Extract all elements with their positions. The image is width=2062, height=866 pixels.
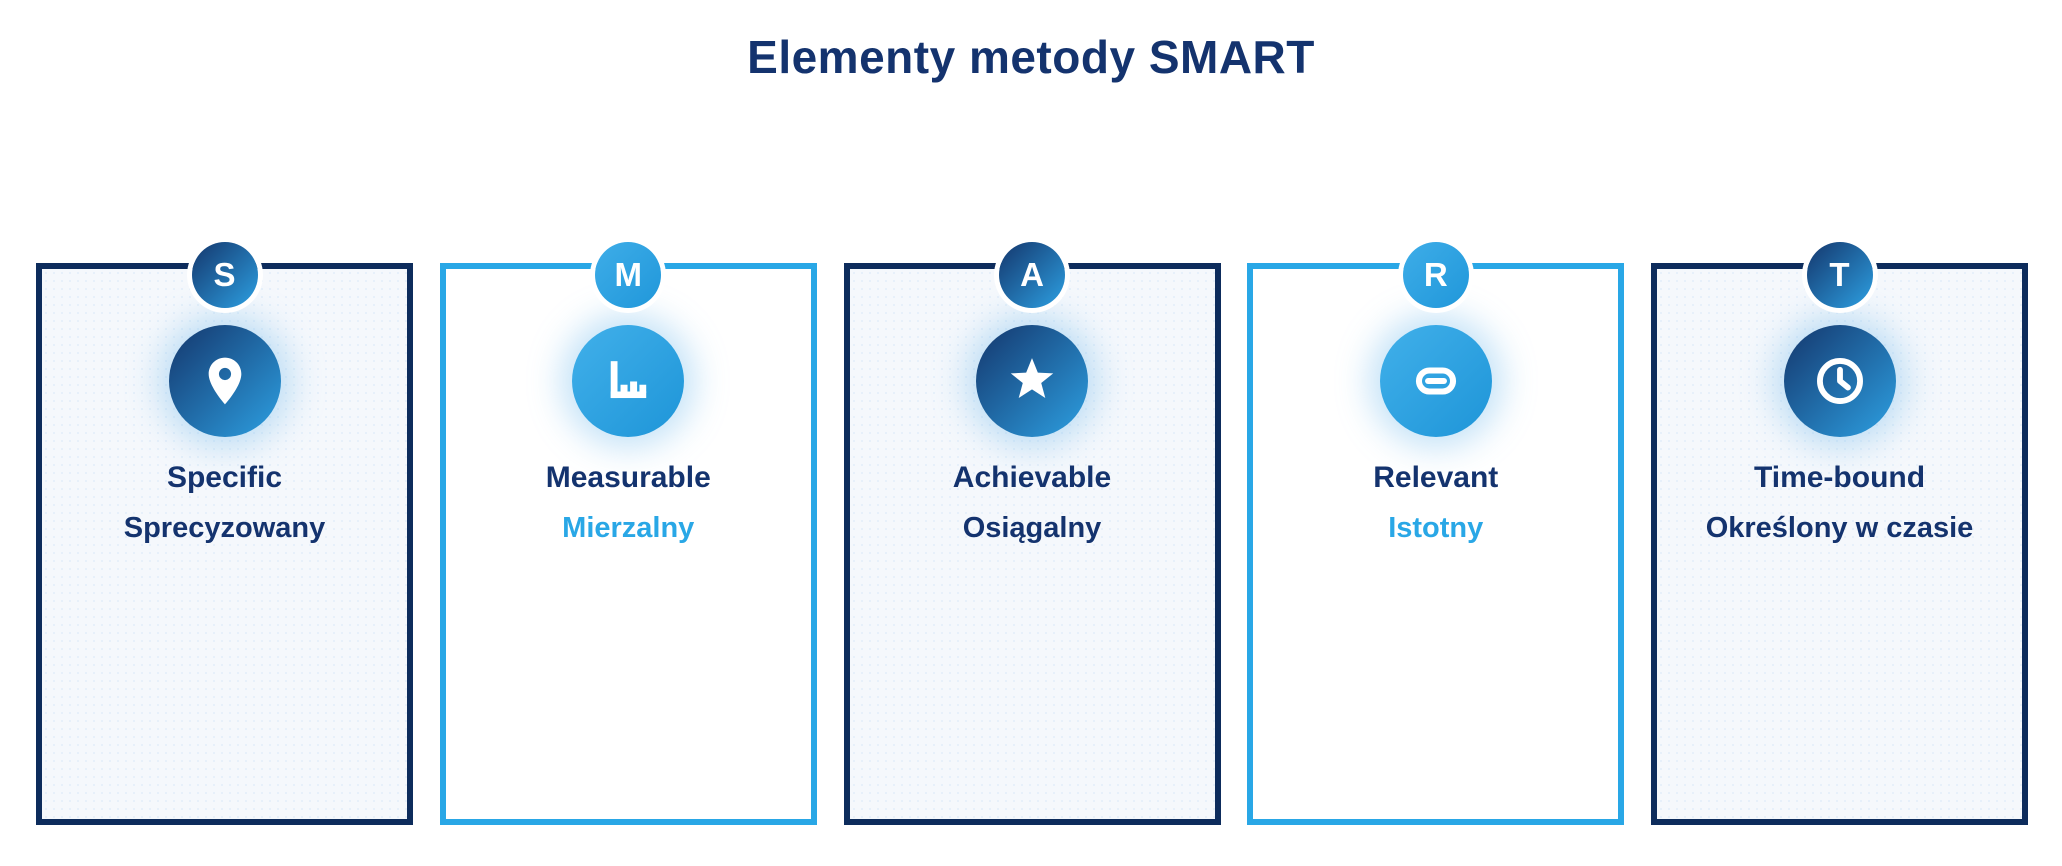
letter-badge-a: A bbox=[999, 242, 1065, 308]
clock-icon bbox=[1812, 353, 1868, 409]
letter-badge-m: M bbox=[595, 242, 662, 308]
badge-letter: S bbox=[213, 256, 236, 293]
icon-circle bbox=[976, 325, 1088, 437]
location-pin-icon bbox=[197, 353, 253, 409]
bar-chart-icon bbox=[600, 353, 656, 409]
page-title: Elementy metody SMART bbox=[747, 31, 1315, 83]
icon-circle bbox=[572, 325, 685, 437]
card-relevant: R Relevant Istotny bbox=[1247, 242, 1625, 825]
star-icon bbox=[1004, 353, 1060, 409]
letter-badge-s: S bbox=[191, 242, 258, 308]
letter-badge-r: R bbox=[1402, 242, 1469, 308]
icon-circle bbox=[1379, 325, 1492, 437]
badge-letter: R bbox=[1423, 256, 1448, 293]
badge-letter: M bbox=[614, 256, 643, 293]
english-label: Achievable bbox=[952, 461, 1112, 494]
link-icon bbox=[1408, 353, 1464, 409]
polish-label: Mierzalny bbox=[562, 512, 695, 544]
icon-circle bbox=[168, 325, 281, 437]
english-label: Relevant bbox=[1373, 461, 1499, 494]
polish-label: Określony w czasie bbox=[1705, 512, 1974, 544]
card-specific: S Specific Sprecyzowany bbox=[36, 242, 413, 825]
icon-circle bbox=[1783, 325, 1896, 437]
badge-letter: A bbox=[1020, 256, 1044, 293]
card-measurable: M Measurable Mierzalny bbox=[439, 242, 817, 825]
smart-cards-row: S Specific Sprecyzowany M bbox=[36, 242, 2028, 825]
polish-label: Osiągalny bbox=[962, 512, 1102, 544]
badge-letter: T bbox=[1829, 256, 1850, 293]
letter-badge-t: T bbox=[1806, 242, 1873, 308]
card-achievable: A Achievable Osiągalny bbox=[843, 242, 1221, 825]
card-time-bound: T Time-bound Określony w czasie bbox=[1651, 242, 2028, 825]
polish-label: Istotny bbox=[1388, 512, 1484, 544]
polish-label: Sprecyzowany bbox=[123, 512, 326, 544]
english-label: Measurable bbox=[545, 461, 711, 494]
english-label: Specific bbox=[166, 461, 283, 494]
english-label: Time-bound bbox=[1753, 461, 1926, 494]
